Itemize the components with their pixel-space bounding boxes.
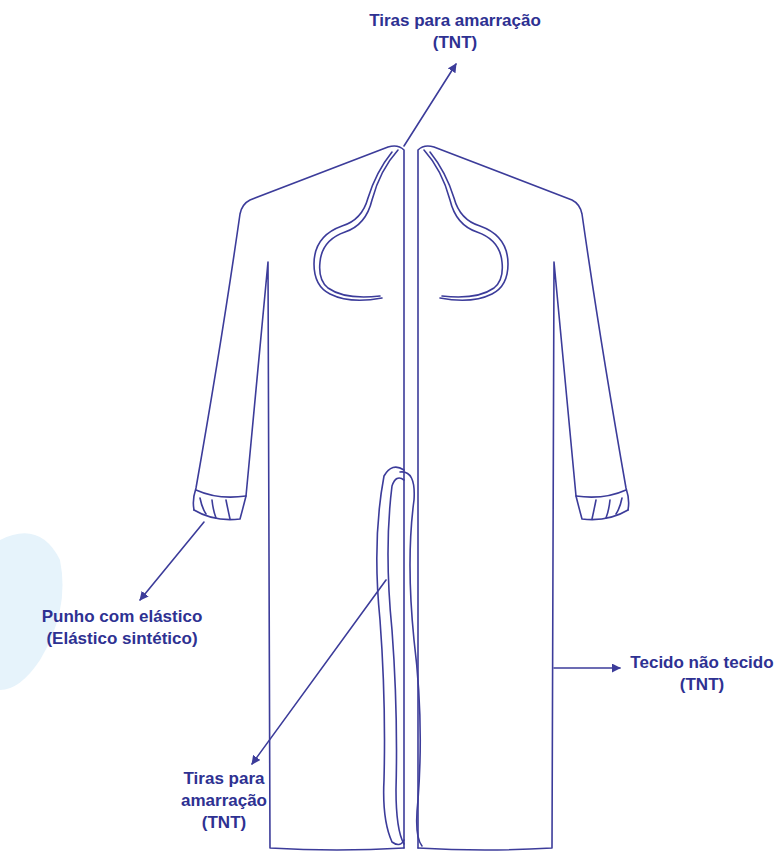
- callout-label: Tiras para amarração (TNT): [168, 768, 280, 834]
- callout-label: Tiras para amarração (TNT): [355, 10, 555, 54]
- callout-label: Tecido não tecido (TNT): [624, 652, 780, 696]
- bottom-tie: [377, 467, 404, 844]
- left-cuff-elastic: [196, 490, 246, 519]
- callout-label: Punho com elástico (Elástico sintético): [32, 606, 212, 650]
- leader-arrow: [404, 64, 456, 146]
- right-neck-tie: [424, 150, 502, 297]
- left-neck-tie-edge: [314, 152, 392, 300]
- right-cuff-elastic: [576, 490, 626, 519]
- gown-left-panel: [193, 146, 404, 848]
- left-neck-tie: [320, 150, 398, 297]
- gown-right-sleeve: [418, 262, 628, 850]
- leader-arrow: [554, 667, 620, 669]
- gown-left-sleeve: [194, 262, 404, 850]
- bottom-tie-second: [400, 472, 422, 846]
- gown-right-panel: [418, 146, 629, 848]
- leader-arrow: [140, 522, 204, 600]
- right-neck-tie-edge: [430, 152, 508, 300]
- leader-arrow: [252, 580, 386, 764]
- bottom-tie-edge: [388, 478, 404, 844]
